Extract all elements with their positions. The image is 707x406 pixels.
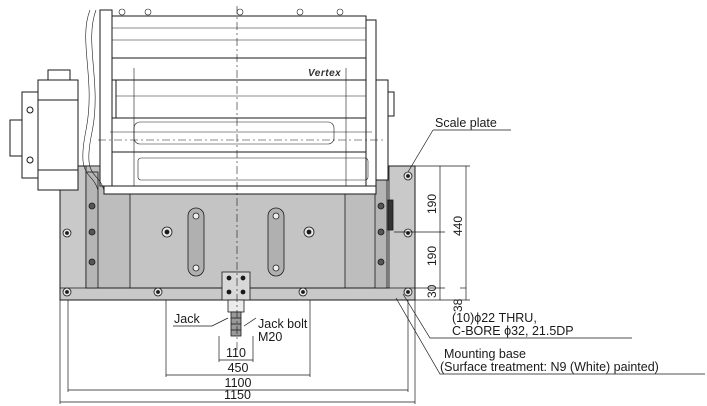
jack-bolt-label: Jack bolt bbox=[258, 317, 308, 331]
adjust-slots bbox=[187, 207, 285, 277]
mounting-base-label: Mounting base bbox=[444, 347, 527, 361]
surface-treatment-label: (Surface treatment: N9 (White) painted) bbox=[440, 360, 659, 374]
horizontal-dimension-lines bbox=[59, 300, 416, 404]
dim-190-bottom: 190 bbox=[425, 245, 439, 266]
rotary-table-body bbox=[99, 9, 395, 195]
scale-plates bbox=[85, 171, 394, 289]
scale-plate-label: Scale plate bbox=[435, 116, 497, 130]
base-bolts bbox=[62, 171, 413, 297]
dim-30: 30 bbox=[425, 284, 439, 298]
jack-bolt-size-label: M20 bbox=[258, 330, 283, 344]
jack-label: Jack bbox=[174, 312, 200, 326]
hole-spec-line1: (10)ϕ22 THRU, bbox=[452, 311, 537, 325]
jack-assembly bbox=[221, 271, 251, 337]
dim-1100: 1100 bbox=[224, 376, 252, 390]
brand-logo: Vertex bbox=[308, 68, 342, 79]
servo-motor bbox=[9, 69, 79, 191]
vertical-dimension-lines bbox=[394, 165, 470, 301]
body-details bbox=[82, 8, 372, 191]
dim-110: 110 bbox=[226, 346, 246, 360]
leader-lines bbox=[173, 129, 705, 375]
center-lines bbox=[98, 6, 385, 350]
dim-450: 450 bbox=[227, 361, 249, 375]
dim-440: 440 bbox=[451, 215, 465, 236]
dim-38: 38 bbox=[451, 298, 465, 312]
dim-190-top: 190 bbox=[425, 193, 439, 214]
dim-1150: 1150 bbox=[224, 388, 251, 402]
hole-spec-line2: C-BORE ϕ32, 21.5DP bbox=[452, 324, 574, 338]
